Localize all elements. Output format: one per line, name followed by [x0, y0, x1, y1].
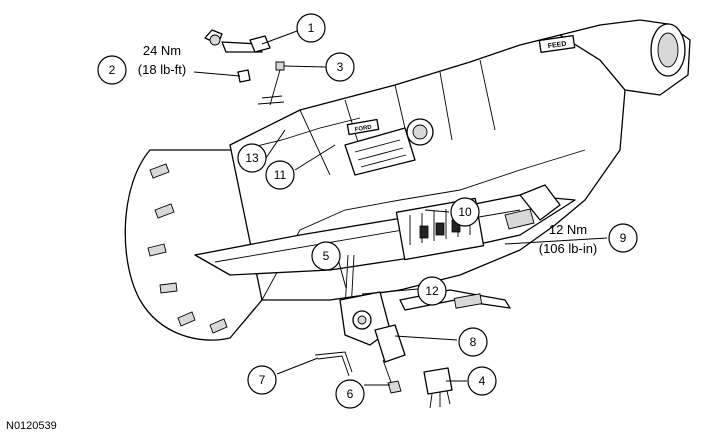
callout-12: 12 — [417, 276, 447, 306]
case-label-ford: FORD — [354, 124, 372, 133]
svg-text:3: 3 — [337, 60, 344, 74]
callout-9: 9 — [608, 223, 638, 253]
callout-3: 3 — [325, 52, 355, 82]
svg-text:7: 7 — [259, 373, 266, 387]
case-label-feed: FEED — [547, 41, 566, 51]
callout-10: 10 — [450, 197, 480, 227]
callout-11: 11 — [265, 160, 295, 190]
callout-13: 13 — [237, 143, 267, 173]
svg-text:8: 8 — [470, 335, 477, 349]
bell-housing — [124, 149, 263, 341]
callout-7: 7 — [247, 365, 277, 395]
shift-linkage-rod — [314, 351, 353, 377]
svg-text:5: 5 — [323, 249, 330, 263]
callout-5: 5 — [311, 241, 341, 271]
cooler-tube — [399, 289, 511, 311]
torque-9-metric: 12 Nm — [549, 222, 587, 237]
svg-text:6: 6 — [347, 387, 354, 401]
svg-text:12: 12 — [425, 284, 439, 298]
callout-2: 2 — [97, 55, 127, 85]
selector-shaft-parts — [204, 29, 285, 106]
callout-4: 4 — [467, 366, 497, 396]
torque-spec-2: 24 Nm (18 lb-ft) — [138, 43, 186, 77]
manual-shift-assembly — [339, 254, 406, 394]
svg-text:10: 10 — [458, 205, 472, 219]
svg-text:1: 1 — [308, 21, 315, 35]
svg-text:4: 4 — [479, 374, 486, 388]
callout-1: 1 — [296, 13, 326, 43]
bell-housing-bolts — [147, 163, 228, 334]
torque-2-imperial: (18 lb-ft) — [138, 62, 186, 77]
callouts: 1 2 3 4 5 6 7 8 9 10 11 — [97, 13, 638, 409]
torque-spec-9: 12 Nm (106 lb-in) — [539, 222, 598, 256]
torque-9-imperial: (106 lb-in) — [539, 241, 598, 256]
range-sensor — [374, 324, 406, 363]
svg-text:13: 13 — [245, 151, 259, 165]
svg-text:9: 9 — [620, 231, 627, 245]
pan-rail — [194, 194, 576, 276]
electrical-connector — [423, 367, 453, 409]
callout-8: 8 — [458, 327, 488, 357]
svg-text:2: 2 — [109, 63, 116, 77]
callout-6: 6 — [335, 379, 365, 409]
leader-lines — [193, 30, 608, 386]
transmission-case: FEED FORD — [124, 19, 691, 341]
figure-id: N0120539 — [6, 420, 57, 432]
torque-2-metric: 24 Nm — [143, 43, 181, 58]
svg-text:11: 11 — [274, 168, 287, 182]
